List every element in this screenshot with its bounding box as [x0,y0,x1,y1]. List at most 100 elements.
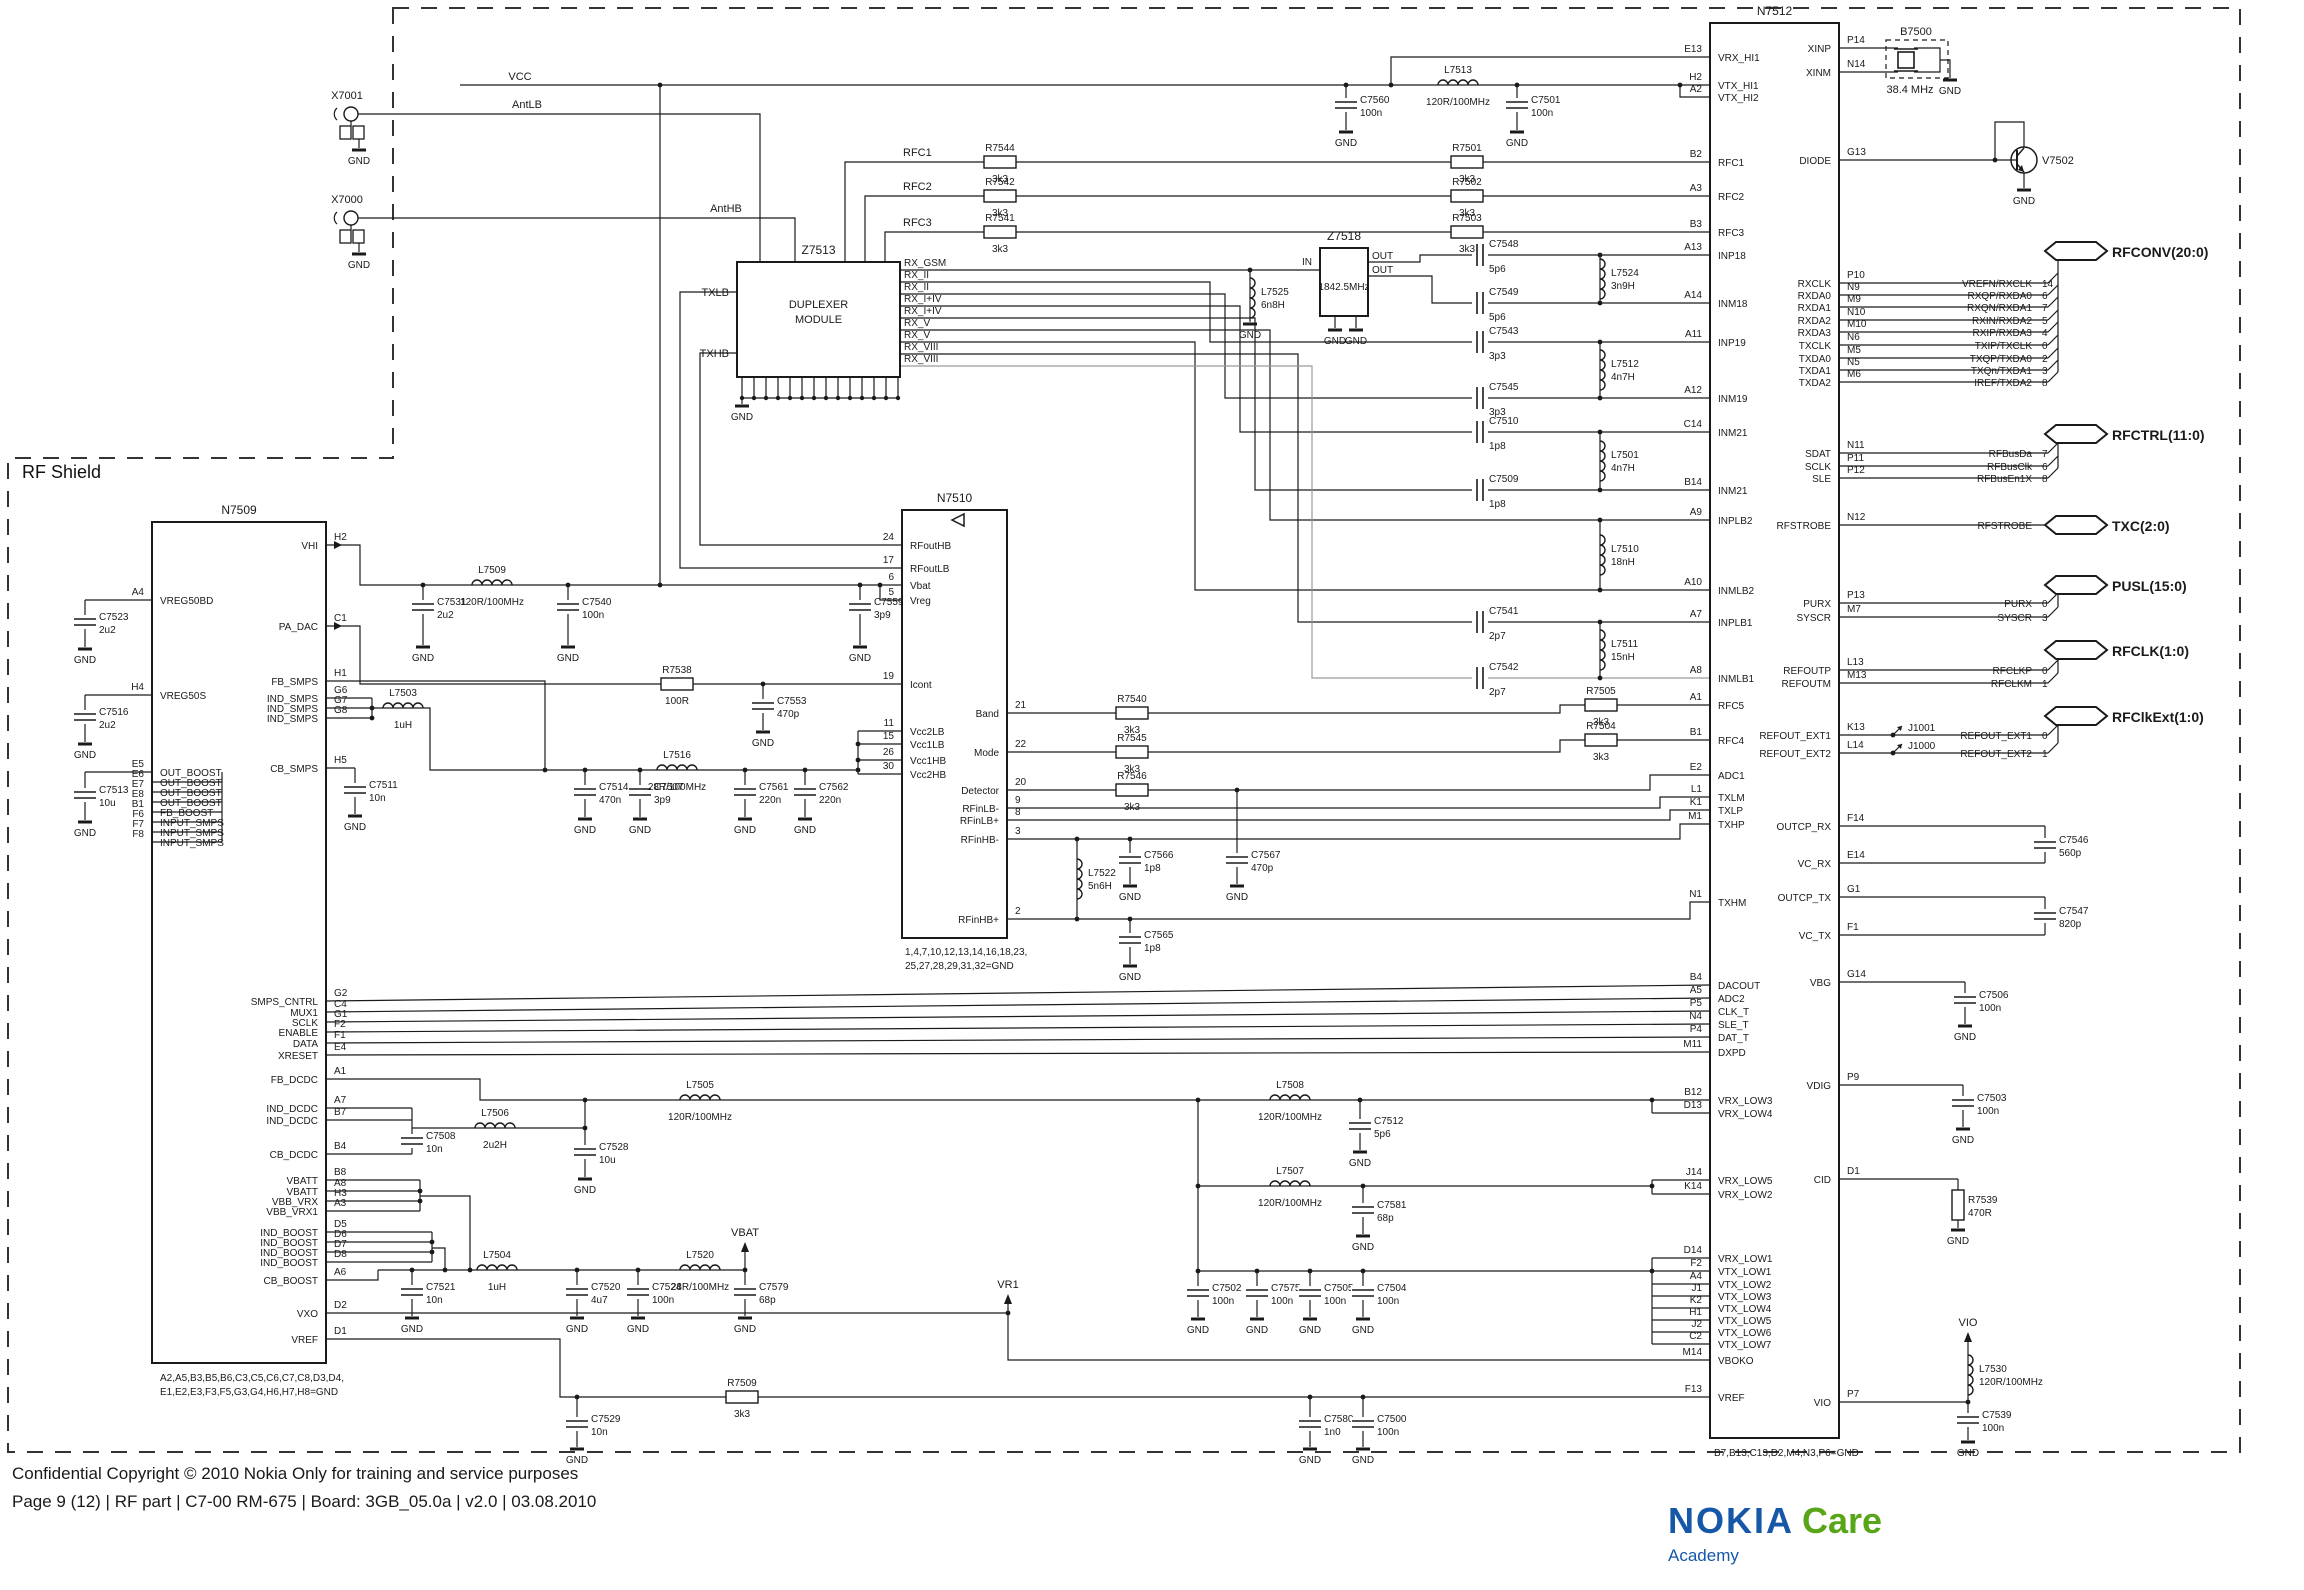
label-text: RX_II [904,282,929,293]
junction-dot [635,1267,641,1273]
label-text: 2p7 [1489,687,1506,698]
label-text: H2 [1689,72,1702,83]
label-text: 100n [1377,1427,1399,1438]
label-text: RFC4 [1718,736,1745,747]
label-text: RFBusEn1X [1977,474,2032,485]
wire [326,1270,379,1281]
label-text: 15 [883,731,895,742]
label-text: C7503 [1977,1093,2007,1104]
label-text: OUT_BOOST [160,788,222,799]
label-text: R7545 [1117,733,1147,744]
label-text: FB_DCDC [271,1075,318,1086]
label-text: E14 [1847,850,1865,861]
label-text: RFCTRL(11:0) [2112,427,2205,443]
label-text: 3n9H [1611,281,1635,292]
wire [372,707,858,771]
label-text: GND [1954,1032,1976,1043]
label-text: L7511 [1611,639,1639,650]
wire [325,997,1711,1013]
junction-dot [1307,1394,1313,1400]
label-text: D6 [334,1229,347,1240]
label-text: IND_SMPS [267,714,318,725]
label-text: GND [627,1324,649,1335]
label-text: 1,4,7,10,12,13,14,16,18,23, [905,947,1027,958]
connector-esd-box [339,125,352,140]
label-text: 470p [777,709,800,720]
label-text: 120R/100MHz [1258,1198,1322,1209]
label-text: INPLB2 [1718,516,1753,527]
label-text: P14 [1847,35,1865,46]
block-N7512 [1709,22,1840,1439]
label-text: R7503 [1452,213,1482,224]
label-text: R7539 [1968,1195,1998,1206]
label-text: CB_SMPS [270,764,318,775]
wire [2047,606,2059,618]
label-text: X7001 [331,90,363,102]
label-text: D14 [1684,1245,1703,1256]
label-text: N14 [1847,59,1866,70]
label-text: F13 [1685,1384,1703,1395]
label-text: Band [976,709,999,720]
label-text: SMPS_CNTRL [251,997,319,1008]
label-text: RFC1 [903,147,932,159]
label-text: GND [1506,138,1528,149]
label-text: M14 [1683,1347,1703,1358]
label-text: M5 [1847,345,1861,356]
wire [326,625,902,685]
label-text: 2u2 [99,720,116,731]
label-text: E2 [1690,762,1703,773]
label-text: VREF [291,1335,318,1346]
label-text: RFSTROBE [1777,521,1832,532]
junction-dot [582,1097,588,1103]
label-text: GND [1246,1325,1268,1336]
junction-dot [877,582,883,588]
cap-mask [1956,1413,1980,1427]
label-text: 100n [1212,1296,1234,1307]
label-text: RFCLK(1:0) [2112,643,2189,659]
junction-dot [417,1198,423,1204]
label-text: GND [1939,86,1961,97]
junction-dot [429,1249,435,1255]
cap-mask [2033,838,2057,852]
label-text: GND [1352,1242,1374,1253]
label-text: PUSL(15:0) [2112,578,2187,594]
junction-dot [1597,587,1603,593]
label-text: 100n [1977,1106,1999,1117]
label-text: 15nH [1611,652,1635,663]
label-text: RXQN/RXDA1 [1967,303,2032,314]
label-text: RX_VIII [904,354,938,365]
cap-mask [1118,853,1142,867]
label-text: OUT_BOOST [160,798,222,809]
label-text: M10 [1847,319,1867,330]
label-text: R7546 [1117,771,1147,782]
arrow-right-icon [334,622,342,630]
label-text: VREFN/RXCLK [1962,279,2032,290]
wire [1940,59,1951,78]
label-text: E5 [132,759,145,770]
label-text: TXLM [1718,793,1745,804]
wire [1007,796,1710,809]
cap-mask [1472,330,1488,354]
label-text: 2u2 [437,610,454,621]
label-text: E1,E2,E3,F3,F5,G3,G4,H6,H7,H8=GND [160,1387,338,1398]
label-text: G2 [334,988,348,999]
wire [900,281,1710,343]
label-text: 24 [883,532,895,543]
wire [1007,1313,1710,1361]
label-text: A4 [132,587,145,598]
label-text: J1001 [1908,723,1936,734]
label-text: C7559 [874,597,904,608]
junction-dot [369,715,375,721]
label-text: C7541 [1489,606,1519,617]
label-text: C7542 [1489,662,1519,673]
label-text: AntHB [710,203,742,215]
label-text: VBG [1810,978,1831,989]
label-text: R7538 [662,665,692,676]
label-text: D8 [334,1249,347,1260]
label-text: C4 [334,999,347,1010]
label-text: 7 [2042,449,2048,460]
label-text: VREG50BD [160,596,213,607]
label-text: 1n0 [1324,1427,1341,1438]
label-text: C7506 [1979,990,2009,1001]
label-text: FB_BOOST [160,808,213,819]
